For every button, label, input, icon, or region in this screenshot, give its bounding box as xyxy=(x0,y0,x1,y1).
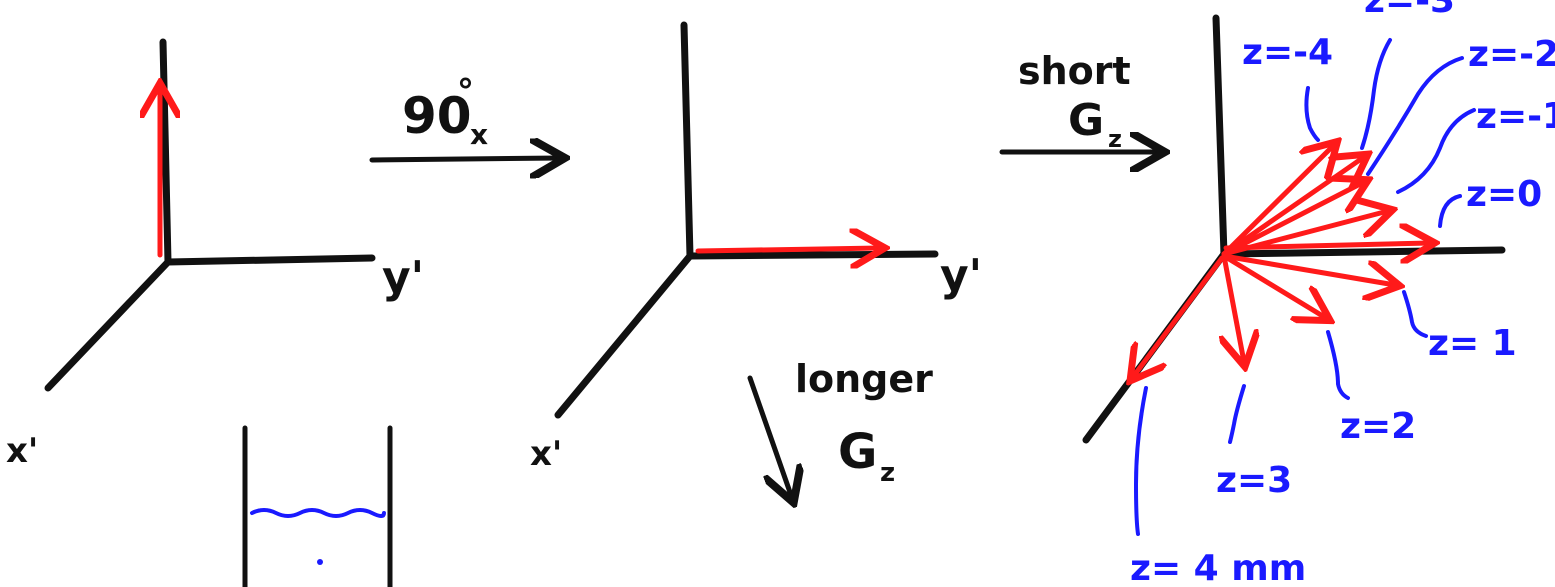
pulse-axis: x xyxy=(470,118,488,151)
y-axis xyxy=(1220,246,1506,258)
sample-dot xyxy=(317,559,323,565)
longer-gradient-step: longer G z xyxy=(747,357,933,498)
sample-tube xyxy=(242,425,393,587)
leader-z-m1 xyxy=(1396,108,1476,194)
slice-label-z-m2: z=-2 xyxy=(1468,34,1555,75)
y-axis xyxy=(164,254,376,266)
x-prime-label: x' xyxy=(6,431,38,471)
leader-z-3 xyxy=(1228,384,1246,444)
pulse-angle: 90 xyxy=(402,87,472,145)
leader-z-m4 xyxy=(1304,86,1320,142)
leader-z-2 xyxy=(1326,330,1350,400)
liquid-surface xyxy=(250,508,386,518)
slice-label-z-2: z=2 xyxy=(1340,406,1416,447)
pulse-arrow xyxy=(369,158,560,160)
vector-z-4 xyxy=(1133,255,1225,377)
y-axis xyxy=(686,250,939,260)
vector-z-m2 xyxy=(1221,182,1364,257)
x-axis xyxy=(44,258,172,392)
vector-z-0 xyxy=(1223,243,1430,248)
z-axis xyxy=(680,21,694,260)
slice-label-z-4: z= 4 mm xyxy=(1130,548,1306,587)
vector-z-m4 xyxy=(1221,145,1334,257)
short-gradient-subscript: z xyxy=(1108,125,1122,153)
slice-label-z-0: z=0 xyxy=(1466,174,1542,215)
x-axis xyxy=(554,252,694,419)
longer-gradient-symbol: G xyxy=(838,424,877,480)
z-axis xyxy=(159,38,172,266)
longer-gradient-subscript: z xyxy=(880,458,895,488)
short-word: short xyxy=(1018,49,1131,93)
leader-z-m3 xyxy=(1360,38,1392,150)
y-prime-label: y' xyxy=(940,250,982,301)
leader-z-m2 xyxy=(1366,56,1464,176)
short-gradient-step: short G z xyxy=(999,49,1160,153)
panel-tipped: y' x' xyxy=(530,21,982,474)
magnetization-vector xyxy=(695,248,880,251)
short-gradient-symbol: G xyxy=(1068,95,1104,146)
longer-gradient-arrow xyxy=(747,375,792,498)
leader-z-4 xyxy=(1133,386,1148,536)
slice-label-z-m1: z=-1 xyxy=(1476,96,1555,137)
vector-z-2 xyxy=(1221,253,1326,318)
slice-label-z-m4: z=-4 xyxy=(1242,32,1333,73)
pulse-step: 90 ° x xyxy=(369,72,560,160)
slice-label-z-m3: z=-3 xyxy=(1364,0,1455,21)
longer-word: longer xyxy=(795,357,933,401)
panel-dephased: z=-4 z=-3 z=-2 z=-1 z=0 z= 1 z=2 z=3 z= … xyxy=(1082,0,1555,587)
panel-equilibrium: y' x' xyxy=(6,38,424,471)
vector-z-3 xyxy=(1224,253,1244,362)
slice-label-z-3: z=3 xyxy=(1216,460,1292,501)
leader-z-0 xyxy=(1438,194,1462,228)
leader-z-1 xyxy=(1402,290,1428,338)
y-prime-label: y' xyxy=(382,252,424,303)
vector-z-1 xyxy=(1221,253,1395,285)
slice-label-z-1: z= 1 xyxy=(1428,323,1517,364)
z-axis xyxy=(1212,14,1228,258)
pulse-degree: ° xyxy=(457,72,474,112)
x-prime-label: x' xyxy=(530,434,562,474)
vector-z-m3 xyxy=(1221,157,1364,257)
